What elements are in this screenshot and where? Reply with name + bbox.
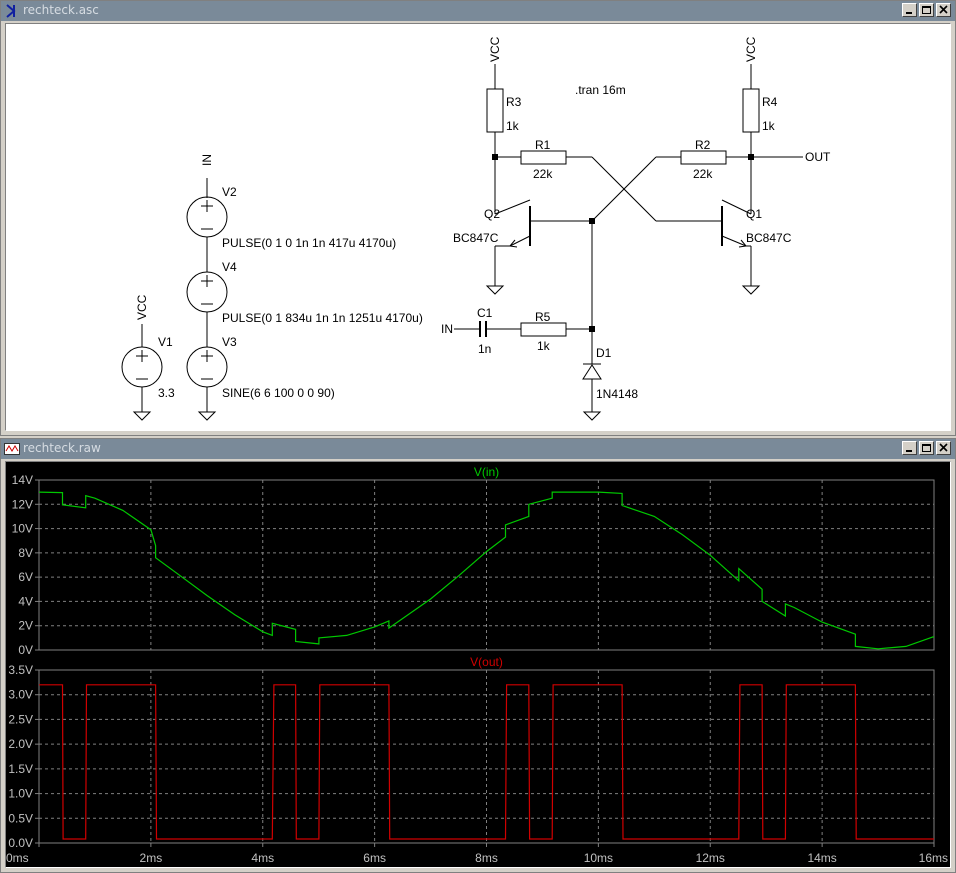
- waveform-viewer-icon: [4, 443, 20, 455]
- net-label-vcc-v1: VCC: [135, 294, 149, 320]
- y-tick-label: 0.0V: [8, 836, 33, 850]
- c1-name: C1: [477, 306, 493, 320]
- close-button[interactable]: [936, 3, 951, 17]
- net-label-vcc-r4: VCC: [744, 36, 758, 62]
- left-branch-wires: [485, 64, 722, 295]
- r3-value[interactable]: 1k: [506, 119, 520, 133]
- x-tick-label: 4ms: [251, 851, 274, 865]
- waveform-canvas[interactable]: V(in) 0V 2V 4V 6V 8V 10V 12V 14V V(out) 0.0V 0.5V 1.…: [5, 461, 951, 868]
- minimize-icon: [906, 450, 912, 452]
- y-tick-label: 10V: [12, 522, 33, 536]
- resistor-r2[interactable]: [680, 150, 727, 165]
- schematic-canvas[interactable]: IN VCC VCC VCC V2 PULSE(0 1 0 1n 1n 417u…: [5, 23, 951, 431]
- close-icon: [939, 5, 948, 14]
- schematic-titlebar[interactable]: rechteck.asc: [1, 1, 955, 21]
- x-tick-label: 10ms: [584, 851, 613, 865]
- close-button[interactable]: [936, 441, 951, 455]
- right-branch-wires: [591, 64, 803, 295]
- x-tick-label: 12ms: [696, 851, 725, 865]
- r4-name: R4: [762, 95, 778, 109]
- voltage-source-v1[interactable]: [121, 324, 163, 421]
- ltspice-schematic-icon: [6, 4, 16, 18]
- waveform-plot[interactable]: V(in) 0V 2V 4V 6V 8V 10V 12V 14V V(out) 0.0V 0.5V 1.…: [6, 462, 951, 868]
- maximize-icon: [922, 444, 931, 452]
- pane-title: V(in): [474, 465, 499, 479]
- y-tick-label: 3.5V: [8, 663, 33, 677]
- x-tick-label: 14ms: [807, 851, 836, 865]
- waveform-window-title: rechteck.raw: [23, 441, 101, 455]
- minimize-button[interactable]: [902, 441, 917, 455]
- net-label-out: OUT: [805, 150, 831, 164]
- schematic-window-title: rechteck.asc: [23, 3, 99, 17]
- d1-model[interactable]: 1N4148: [596, 387, 638, 401]
- y-tick-label: 2V: [18, 619, 33, 633]
- x-tick-label: 0ms: [6, 851, 29, 865]
- x-tick-label: 8ms: [475, 851, 498, 865]
- x-tick-label: 16ms: [919, 851, 948, 865]
- y-tick-label: 14V: [12, 473, 33, 487]
- v1-value[interactable]: 3.3: [158, 386, 175, 400]
- minimize-icon: [906, 12, 912, 14]
- y-tick-label: 2.0V: [8, 737, 33, 751]
- v4-name: V4: [222, 260, 237, 274]
- net-label-in: IN: [441, 322, 453, 336]
- resistor-r5[interactable]: [520, 322, 567, 337]
- maximize-button[interactable]: [919, 441, 934, 455]
- v3-name: V3: [222, 335, 237, 349]
- x-tick-label: 2ms: [140, 851, 163, 865]
- r1-value[interactable]: 22k: [533, 167, 553, 181]
- y-tick-label: 2.5V: [8, 712, 33, 726]
- d1-name: D1: [596, 346, 612, 360]
- waveform-window: rechteck.raw V(in) 0V 2V 4V 6V 8V 10V 12V 14V V(o…: [0, 438, 956, 873]
- x-tick-label: 6ms: [363, 851, 386, 865]
- r2-value[interactable]: 22k: [693, 167, 713, 181]
- junction-dots: [492, 154, 754, 332]
- v4-value[interactable]: PULSE(0 1 834u 1n 1n 1251u 4170u): [222, 311, 423, 325]
- resistor-r3[interactable]: [486, 88, 504, 133]
- pane-title: V(out): [470, 655, 503, 669]
- schematic-window: rechteck.asc: [0, 0, 956, 436]
- q2-name: Q2: [484, 207, 500, 221]
- y-tick-label: 3.0V: [8, 688, 33, 702]
- resistor-r1[interactable]: [520, 150, 567, 165]
- maximize-button[interactable]: [919, 3, 934, 17]
- net-label-vcc-r3: VCC: [488, 36, 502, 62]
- y-tick-label: 1.5V: [8, 762, 33, 776]
- waveform-titlebar[interactable]: rechteck.raw: [1, 439, 955, 459]
- r5-value[interactable]: 1k: [537, 339, 551, 353]
- q1-model[interactable]: BC847C: [746, 231, 792, 245]
- v2-value[interactable]: PULSE(0 1 0 1n 1n 417u 4170u): [222, 236, 396, 250]
- y-tick-label: 4V: [18, 594, 33, 608]
- diode-d1[interactable]: [582, 363, 602, 380]
- minimize-button[interactable]: [902, 3, 917, 17]
- tran-directive[interactable]: .tran 16m: [575, 83, 626, 97]
- close-icon: [939, 443, 948, 452]
- maximize-icon: [922, 6, 931, 14]
- r3-name: R3: [506, 95, 522, 109]
- v3-value[interactable]: SINE(6 6 100 0 0 90): [222, 386, 335, 400]
- trace-vin[interactable]: [38, 491, 935, 650]
- q1-name: Q1: [746, 207, 762, 221]
- y-tick-label: 0V: [18, 643, 33, 657]
- c1-value[interactable]: 1n: [478, 342, 491, 356]
- v1-name: V1: [158, 335, 173, 349]
- y-tick-label: 12V: [12, 497, 33, 511]
- resistor-r4[interactable]: [742, 88, 760, 133]
- r5-name: R5: [535, 310, 551, 324]
- input-network: [454, 221, 602, 421]
- y-tick-label: 1.0V: [8, 787, 33, 801]
- net-label-in-v2: IN: [200, 154, 214, 166]
- y-tick-label: 8V: [18, 546, 33, 560]
- v2-name: V2: [222, 185, 237, 199]
- r1-name: R1: [535, 138, 551, 152]
- voltage-source-stack[interactable]: [186, 178, 228, 421]
- y-tick-label: 0.5V: [8, 811, 33, 825]
- r2-name: R2: [695, 138, 711, 152]
- trace-vout[interactable]: [39, 684, 934, 840]
- r4-value[interactable]: 1k: [762, 119, 776, 133]
- q2-model[interactable]: BC847C: [453, 231, 499, 245]
- y-tick-label: 6V: [18, 570, 33, 584]
